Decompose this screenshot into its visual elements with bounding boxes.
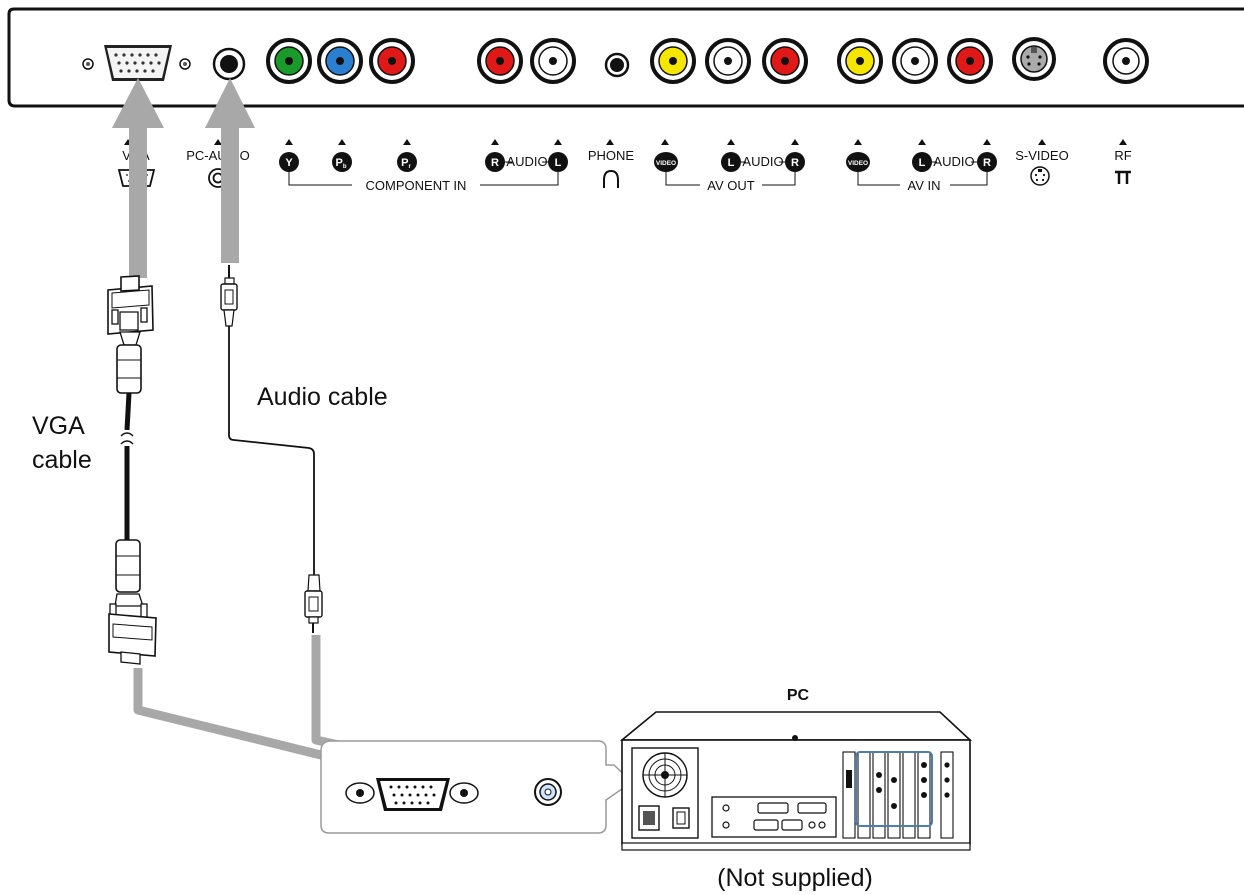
av-in-label: AV IN — [908, 178, 941, 193]
vga-cable-label-line2: cable — [32, 446, 92, 474]
svg-text:Pb: Pb — [335, 157, 346, 170]
svg-text:Y: Y — [285, 157, 293, 169]
phone-label: PHONE — [588, 148, 635, 163]
av-in-audio-label: AUDIO — [933, 154, 974, 169]
av-out-r-badge: R — [785, 152, 805, 172]
rf-label: RF — [1114, 148, 1131, 163]
component-audio-r-jack — [477, 38, 523, 84]
s-video-jack — [1012, 37, 1056, 81]
av-in-video-jack — [837, 38, 883, 84]
av-in-video-badge: VIDEO — [846, 152, 870, 172]
s-video-icon — [1030, 166, 1050, 186]
not-supplied-note: (Not supplied) — [717, 864, 873, 892]
callout-audio-jack — [534, 778, 562, 806]
component-audio-label: AUDIO — [506, 154, 547, 169]
vga-screw-right — [179, 58, 191, 70]
audio-cable-label: Audio cable — [257, 383, 388, 411]
component-audio-r-badge: R — [485, 152, 505, 172]
component-audio-l-badge: L — [548, 152, 568, 172]
vga-cable — [107, 275, 157, 665]
audio-cable — [220, 265, 323, 633]
component-pb-jack — [317, 38, 363, 84]
pc-audio-label: PC-AUDIO — [186, 148, 250, 163]
s-video-label: S-VIDEO — [1015, 148, 1068, 163]
av-out-video-jack — [650, 38, 696, 84]
rca-jacks — [266, 38, 993, 84]
av-in-r-badge: R — [977, 152, 997, 172]
svg-text:R: R — [983, 157, 991, 169]
panel-label-pointers — [124, 139, 1127, 145]
av-in-bracket — [857, 172, 988, 186]
vga-cable-label-line1: VGA — [32, 412, 85, 440]
svg-text:Pr: Pr — [401, 157, 411, 170]
svg-text:L: L — [728, 157, 735, 169]
av-out-bracket — [665, 172, 796, 186]
component-in-bracket — [288, 172, 559, 186]
component-pb-badge: Pb — [332, 152, 352, 172]
svg-text:L: L — [555, 157, 562, 169]
component-in-label: COMPONENT IN — [366, 178, 467, 193]
sound-card-highlight — [855, 751, 933, 827]
vga-port — [104, 45, 172, 81]
av-in-l-jack — [892, 38, 938, 84]
svg-text:VIDEO: VIDEO — [848, 160, 868, 167]
vga-screw-left — [82, 58, 94, 70]
component-y-jack — [266, 38, 312, 84]
callout-vga-port — [345, 778, 479, 811]
vga-cable-route-arrow — [112, 78, 404, 787]
svg-text:L: L — [919, 157, 926, 169]
av-in-l-badge: L — [912, 152, 932, 172]
pc-audio-jack — [212, 47, 246, 81]
svg-text:VIDEO: VIDEO — [656, 160, 676, 167]
svg-text:R: R — [791, 157, 799, 169]
phone-jack — [604, 52, 630, 78]
component-pr-jack — [369, 38, 415, 84]
fan-icon — [642, 752, 688, 798]
av-out-label: AV OUT — [707, 178, 754, 193]
pc-tower-rear — [619, 711, 973, 851]
component-y-badge: Y — [279, 152, 299, 172]
antenna-icon — [1115, 170, 1131, 184]
av-out-r-jack — [762, 38, 808, 84]
component-pr-badge: Pr — [397, 152, 417, 172]
svg-text:R: R — [491, 157, 499, 169]
rf-jack — [1103, 38, 1149, 84]
av-out-l-jack — [705, 38, 751, 84]
av-out-l-badge: L — [721, 152, 741, 172]
pc-ports-callout — [320, 740, 634, 834]
av-in-r-jack — [947, 38, 993, 84]
headphones-icon — [603, 169, 619, 188]
av-out-audio-label: AUDIO — [742, 154, 783, 169]
av-out-video-badge: VIDEO — [654, 152, 678, 172]
component-audio-l-jack — [530, 38, 576, 84]
pc-title: PC — [787, 687, 810, 704]
